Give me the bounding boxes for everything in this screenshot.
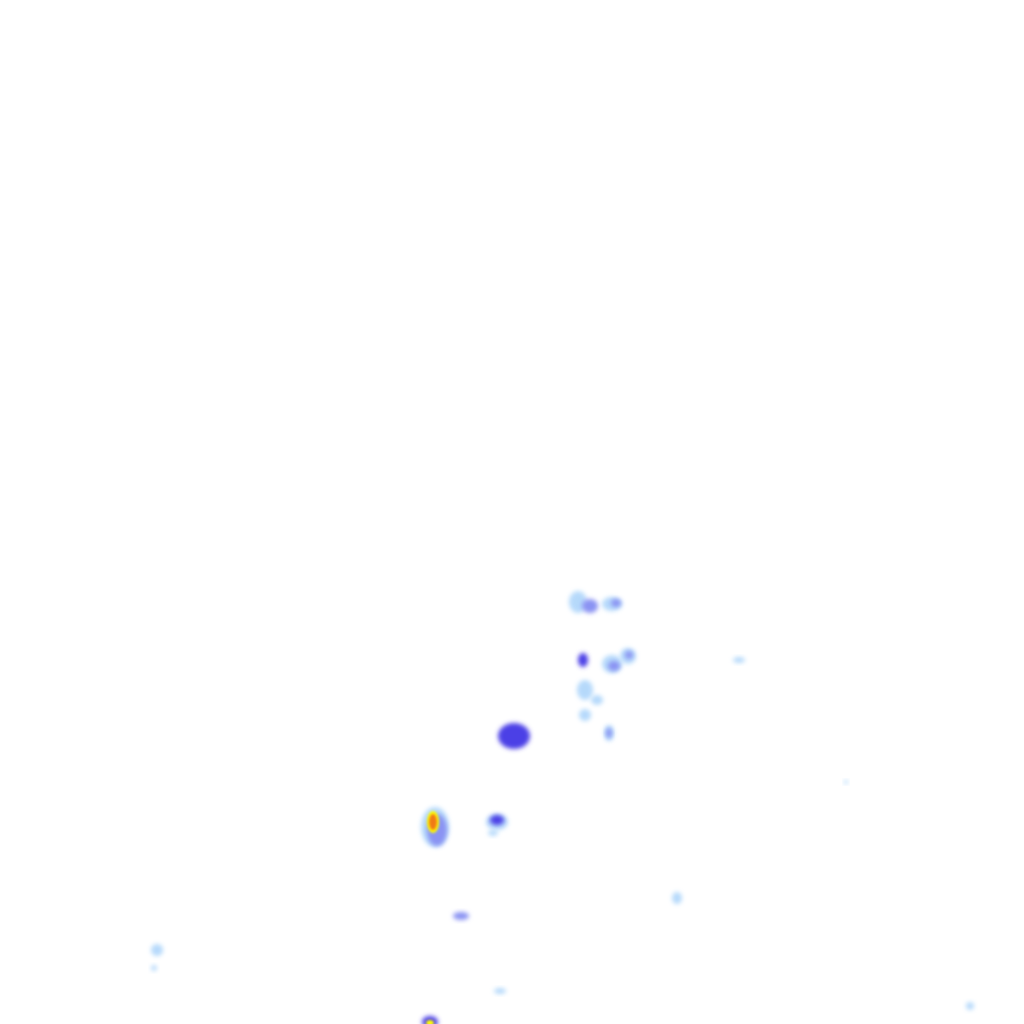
radar-echo-moderate <box>611 599 621 607</box>
radar-echo-moderate <box>608 661 620 671</box>
radar-echo-extreme <box>429 814 437 830</box>
radar-echo-moderate <box>453 912 469 920</box>
radar-echo-heavy <box>498 723 530 749</box>
radar-echo-moderate <box>606 728 612 738</box>
radar-echo-light <box>579 709 591 721</box>
radar-echo-moderate <box>582 599 598 613</box>
radar-echo-heavy <box>490 815 504 825</box>
radar-echo-light <box>151 944 163 956</box>
radar-echo-very-heavy <box>426 1020 434 1024</box>
radar-echo-light <box>591 695 603 705</box>
radar-echo-light <box>672 892 682 904</box>
radar-echo-heavy <box>578 653 588 667</box>
radar-echo-light <box>733 657 745 663</box>
radar-echo-light <box>966 1002 974 1010</box>
radar-echo-light <box>577 680 593 700</box>
radar-echo-light <box>844 780 848 784</box>
radar-echo-light <box>494 988 506 994</box>
radar-echo-light <box>488 830 498 836</box>
radar-echo-moderate <box>625 651 633 659</box>
radar-echo-light <box>151 965 157 971</box>
